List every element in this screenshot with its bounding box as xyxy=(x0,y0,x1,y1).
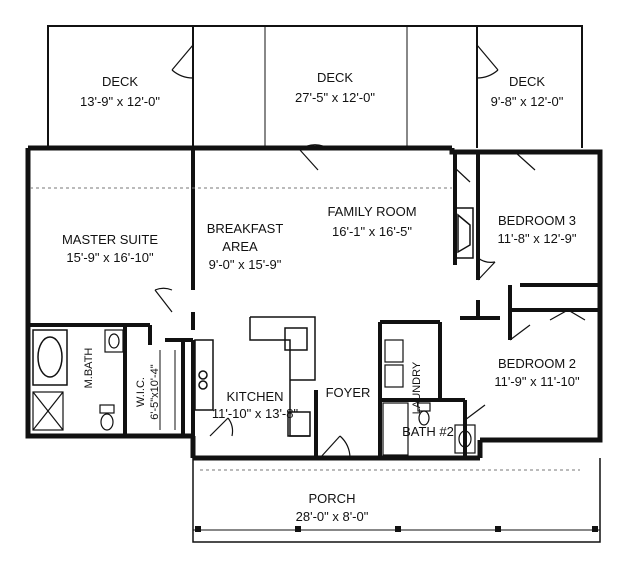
deck-right-name: DECK xyxy=(509,74,545,89)
kitchen-size: 11'-10" x 13'-8" xyxy=(212,406,299,421)
breakfast-name-2: AREA xyxy=(222,239,258,254)
bedroom3-name: BEDROOM 3 xyxy=(498,213,576,228)
breakfast-size: 9'-0" x 15'-9" xyxy=(209,257,282,272)
kitchen-counter xyxy=(194,316,316,437)
bedroom2-size: 11'-9" x 11'-10" xyxy=(494,374,580,389)
bedroom3-size: 11'-8" x 12'-9" xyxy=(498,231,577,246)
porch-size: 28'-0" x 8'-0" xyxy=(296,509,369,524)
tub-icon xyxy=(382,402,409,456)
dashed-line xyxy=(30,187,580,471)
deck-center-name: DECK xyxy=(317,70,353,85)
laundry-name: LAUNDRY xyxy=(411,361,423,414)
fireplace-icon xyxy=(454,207,474,259)
bedroom2-name: BEDROOM 2 xyxy=(498,356,576,371)
deck-left-name: DECK xyxy=(102,74,138,89)
sink-icon xyxy=(104,329,476,454)
deck-center-label: DECK 27'-5" x 12'-0" xyxy=(295,70,375,105)
exterior-walls xyxy=(25,145,603,461)
washer-dryer-icon xyxy=(384,339,404,388)
interior-walls xyxy=(28,148,600,458)
wic-name: W.I.C. xyxy=(135,377,147,407)
master-suite-name: MASTER SUITE xyxy=(62,232,158,247)
family-room-name: FAMILY ROOM xyxy=(327,204,416,219)
toilet-icon xyxy=(99,402,431,431)
bathtub-icon xyxy=(32,329,68,386)
deck-left-size: 13'-9" x 12'-0" xyxy=(80,94,160,109)
porch-column-icon xyxy=(195,526,598,532)
door-icon xyxy=(154,144,586,459)
deck-left-label: DECK 13'-9" x 12'-0" xyxy=(80,74,160,109)
kitchen-name: KITCHEN xyxy=(226,389,283,404)
shower-icon xyxy=(32,391,64,431)
deck-outline xyxy=(47,25,583,148)
closet-rod-line xyxy=(159,350,176,430)
deck-right-size: 9'-8" x 12'-0" xyxy=(491,94,564,109)
master-suite-size: 15'-9" x 16'-10" xyxy=(66,250,154,265)
mbath-name: M.BATH xyxy=(83,348,95,389)
bath2-name: BATH #2 xyxy=(402,424,454,439)
porch-name: PORCH xyxy=(309,491,356,506)
deck-center-size: 27'-5" x 12'-0" xyxy=(295,90,375,105)
family-room-size: 16'-1" x 16'-5" xyxy=(332,224,412,239)
breakfast-name-1: BREAKFAST xyxy=(207,221,284,236)
deck-door-icon xyxy=(171,44,499,79)
deck-right-label: DECK 9'-8" x 12'-0" xyxy=(491,74,564,109)
wic-size: 6'-5"x10'-4" xyxy=(149,364,161,420)
foyer-name: FOYER xyxy=(326,385,371,400)
